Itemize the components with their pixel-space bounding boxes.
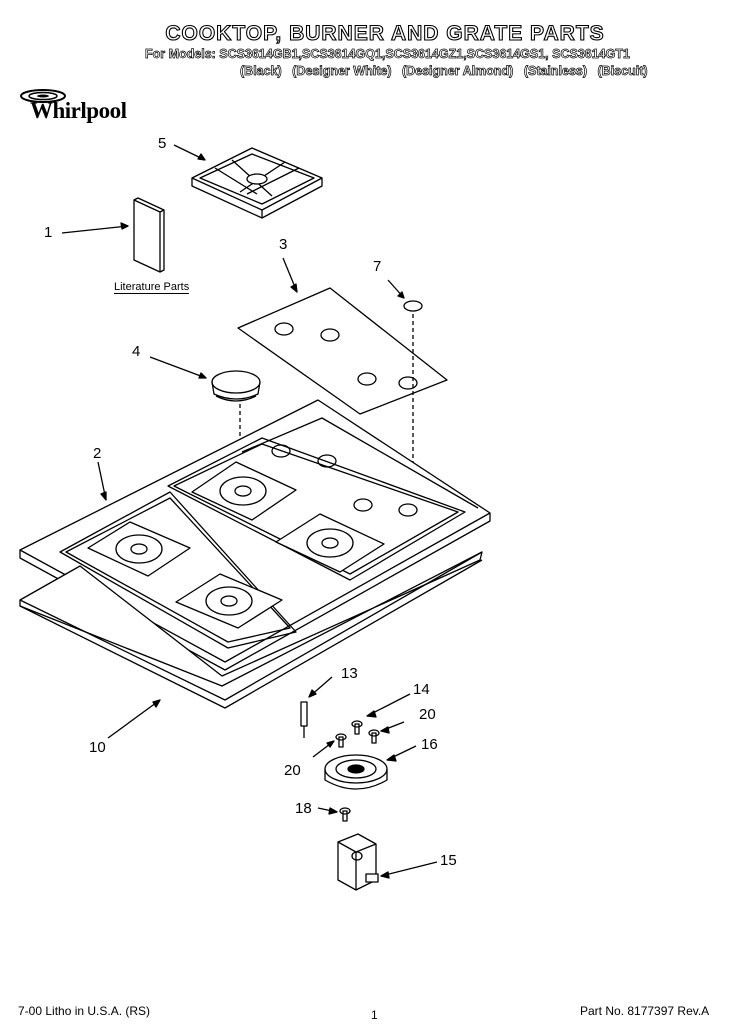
color-designer-almond: (Designer Almond)	[401, 64, 514, 79]
callout-5: 5	[158, 135, 167, 152]
arrowhead-1	[120, 222, 129, 230]
arrowhead-13	[308, 689, 317, 698]
model-list: For Models: SCS3614GB1,SCS3614GQ1,SCS361…	[145, 47, 631, 62]
arrowhead-18	[328, 807, 338, 815]
burner-plate	[237, 287, 448, 415]
electrode-part	[300, 701, 308, 738]
leader-10	[107, 699, 161, 739]
leader-1	[61, 225, 129, 234]
arrowhead-3	[290, 283, 298, 293]
burner-well-right-rear	[191, 461, 297, 521]
callout-18: 18	[295, 800, 312, 817]
color-biscuit: (Biscuit)	[597, 64, 648, 79]
knob-part	[403, 300, 423, 312]
callout-20-right: 20	[419, 706, 436, 723]
grate-part	[191, 147, 323, 219]
footer-page-number: 1	[371, 1008, 378, 1022]
burner-well-left-front	[175, 573, 283, 629]
arrowhead-16	[386, 754, 397, 762]
whirlpool-swirl-logo	[20, 89, 66, 103]
arrowhead-20a	[326, 740, 335, 748]
page-title: COOKTOP, BURNER AND GRATE PARTS	[165, 21, 605, 45]
arrowhead-10	[152, 699, 161, 708]
burner-cap-part	[211, 370, 261, 402]
screw-18	[339, 807, 351, 822]
callout-4: 4	[132, 343, 141, 360]
arrowhead-5	[197, 153, 206, 161]
callout-15: 15	[440, 852, 457, 869]
callout-10: 10	[89, 739, 106, 756]
callout-16: 16	[421, 736, 438, 753]
burner-well-right-front	[275, 513, 385, 573]
arrowhead-4	[198, 372, 207, 379]
callout-7: 7	[373, 258, 382, 275]
literature-booklet	[133, 197, 165, 273]
literature-parts-label: Literature Parts	[114, 281, 190, 294]
arrowhead-15	[380, 871, 390, 879]
color-black: (Black)	[240, 64, 282, 79]
arrowhead-7	[397, 291, 405, 299]
callout-2: 2	[93, 445, 102, 462]
arrowhead-20b	[380, 726, 390, 734]
orifice-holder-part	[337, 833, 379, 891]
color-list: (Black) (Designer White) (Designer Almon…	[240, 64, 655, 79]
brand-wordmark: Whirlpool	[30, 98, 127, 123]
callout-13: 13	[341, 665, 358, 682]
color-stainless: (Stainless)	[523, 64, 588, 79]
footer-litho: 7-00 Litho in U.S.A. (RS)	[18, 1004, 151, 1018]
callout-3: 3	[279, 236, 288, 253]
screw-20-right	[368, 729, 380, 744]
leader-15	[380, 861, 438, 877]
burner-well-left-rear	[87, 521, 191, 577]
burner-base-part	[324, 754, 388, 790]
callout-14: 14	[413, 681, 430, 698]
color-designer-white: (Designer White)	[292, 64, 392, 79]
screw-20-left	[335, 733, 347, 748]
gasket-part	[19, 551, 483, 709]
callout-20-left: 20	[284, 762, 301, 779]
screw-14	[351, 720, 363, 735]
footer-part-number: Part No. 8177397 Rev.A	[580, 1004, 710, 1018]
arrowhead-2	[100, 491, 107, 501]
arrowhead-14	[366, 710, 377, 718]
callout-1: 1	[44, 224, 53, 241]
leader-4	[149, 356, 207, 379]
